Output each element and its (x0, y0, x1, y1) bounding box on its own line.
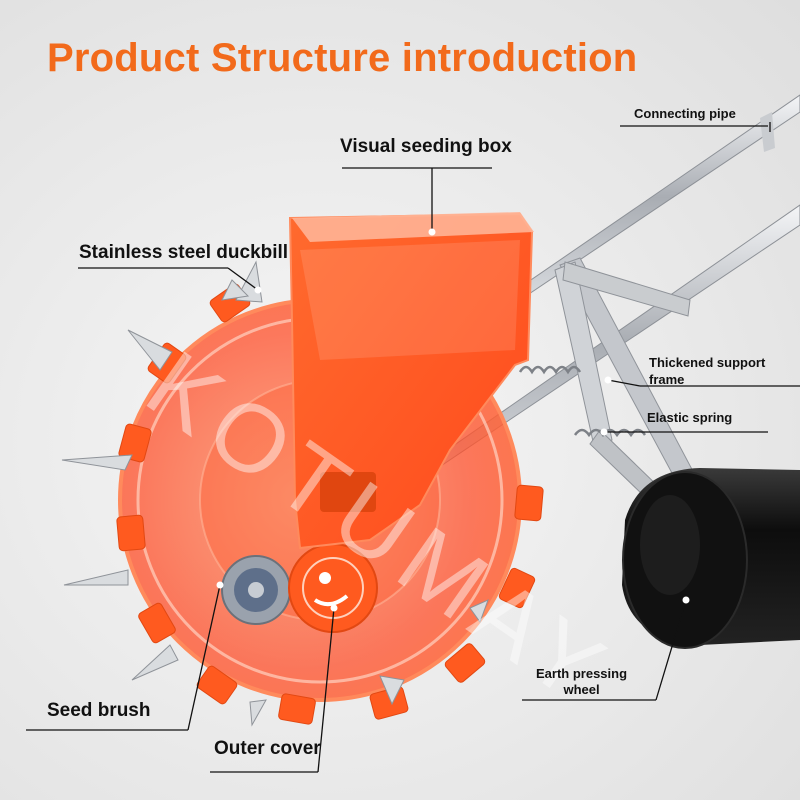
label-outer-cover: Outer cover (214, 738, 321, 759)
label-earth-pressing-wheel-line1: Earth pressing (536, 666, 628, 681)
label-seed-brush: Seed brush (47, 700, 151, 721)
outer-cover (288, 543, 378, 633)
label-thickened-support-frame-line1: Thickened support (649, 355, 766, 370)
label-connecting-pipe: Connecting pipe (634, 106, 736, 121)
page-title: Product Structure introduction (47, 36, 638, 80)
label-stainless-steel-duckbill: Stainless steel duckbill (79, 242, 289, 263)
label-elastic-spring: Elastic spring (647, 410, 733, 425)
seed-brush (221, 555, 291, 625)
elastic-spring (518, 365, 647, 438)
leader-dots (216, 228, 690, 612)
label-earth-pressing-wheel: Earth pressing wheel (536, 666, 627, 698)
leader-lines (26, 122, 800, 773)
label-thickened-support-frame-line2: frame (649, 372, 685, 387)
earth-pressing-wheel (622, 468, 800, 649)
visual-seeding-box (288, 212, 534, 550)
label-visual-seeding-box: Visual seeding box (340, 136, 512, 157)
label-earth-pressing-wheel-line2: wheel (563, 682, 600, 697)
label-thickened-support-frame: Thickened support frame (649, 354, 765, 388)
